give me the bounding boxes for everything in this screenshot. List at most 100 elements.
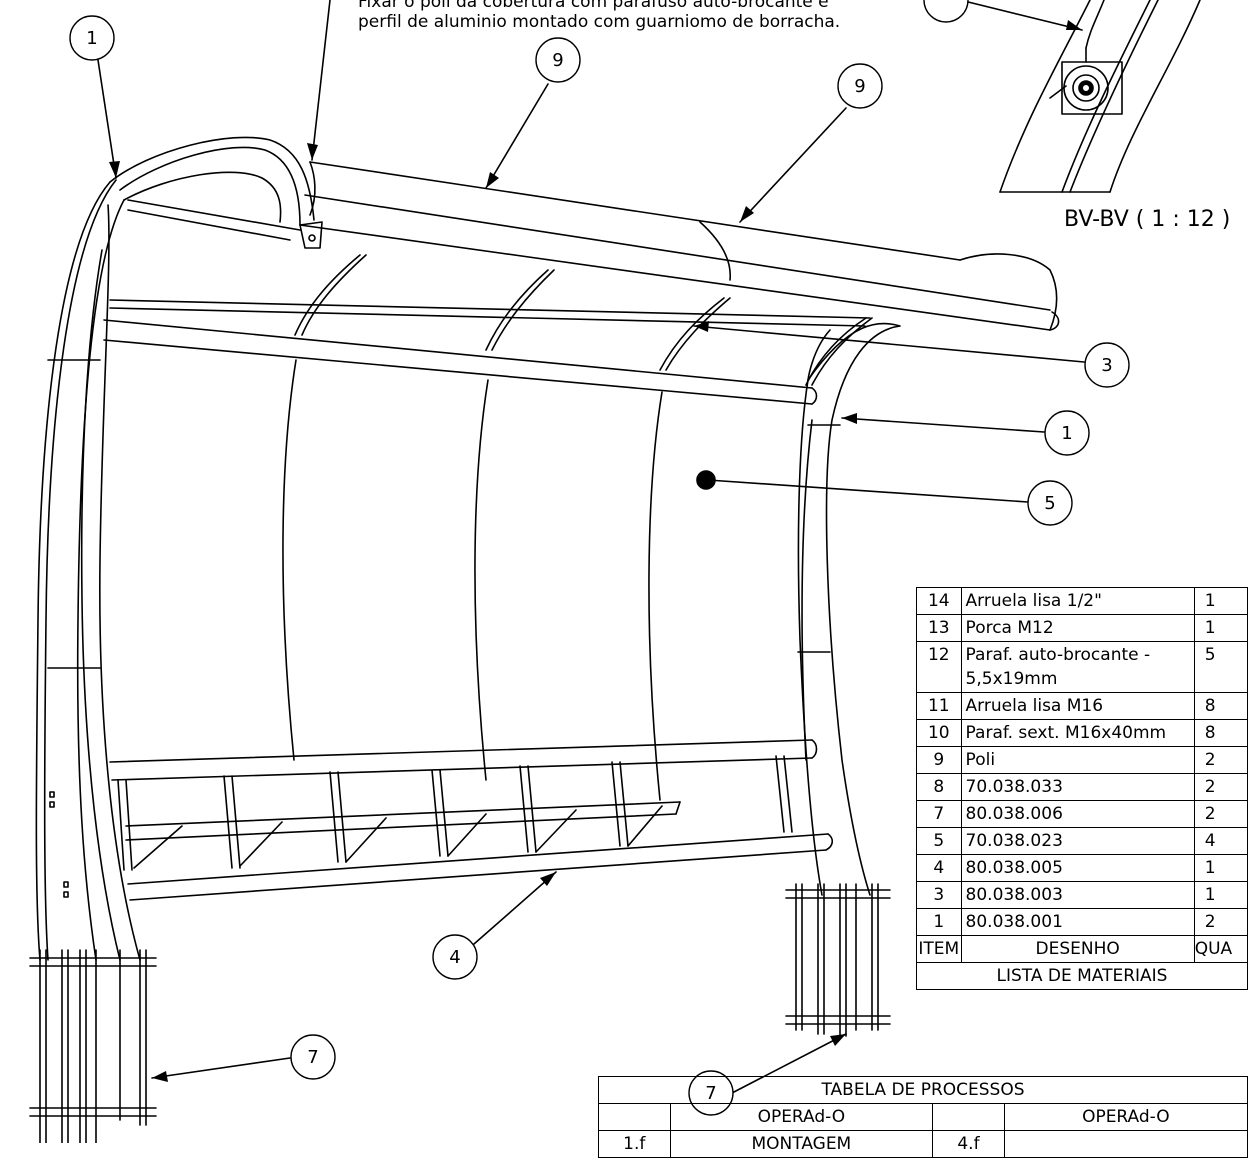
roof-rafters: [109, 254, 873, 386]
bom-title: LISTA DE MATERIAIS: [916, 962, 1248, 990]
bom-description: 70.038.033: [965, 777, 1063, 797]
roof-panel: [127, 161, 1060, 331]
bom-quantity-cell: 2: [1193, 773, 1248, 801]
bom-item-cell: 8: [916, 773, 962, 801]
balloon-label: 9: [854, 76, 865, 97]
process-operation-header: OPERAd-O: [1003, 1103, 1248, 1131]
process-cell: [1003, 1130, 1248, 1158]
bom-quantity-cell: 8: [1193, 719, 1248, 747]
bom-item-cell: 9: [916, 746, 962, 774]
bom-description-cell: 80.038.005: [960, 854, 1195, 882]
bench: [109, 739, 834, 901]
bom-description: 80.038.005: [965, 858, 1063, 878]
bom-description: Paraf. sext. M16x40mm: [965, 723, 1167, 743]
bom-description-cell: 80.038.006: [960, 800, 1195, 828]
detail-view-label: BV-BV ( 1 : 12 ): [1064, 207, 1231, 232]
bom-header-item: ITEM: [916, 935, 962, 963]
bom-quantity-cell: 5: [1193, 641, 1248, 693]
bom-quantity-cell: 8: [1193, 692, 1248, 720]
bom-description: 80.038.001: [965, 912, 1063, 932]
bom-item-cell: 12: [916, 641, 962, 693]
bom-item-cell: 5: [916, 827, 962, 855]
left-foundation-cage: [29, 949, 157, 1143]
assembly-note-line-1: Fixar o poli da cobertura com parafuso a…: [358, 0, 829, 12]
right-foundation-cage: [785, 883, 891, 1037]
bom-quantity-cell: 1: [1193, 614, 1248, 642]
assembly-note: Fixar o poli da cobertura com parafuso a…: [358, 0, 840, 32]
bom-description-cell: Arruela lisa 1/2": [960, 587, 1195, 615]
bom-description-cell: Porca M12: [960, 614, 1195, 642]
balloon-label: 1: [86, 28, 97, 49]
bom-quantity-cell: 4: [1193, 827, 1248, 855]
bom-description-cell: 80.038.003: [960, 881, 1195, 909]
balloon-label: 5: [1044, 493, 1055, 514]
bom-description: Paraf. auto-brocante -: [965, 645, 1151, 665]
bom-description-cell: Paraf. sext. M16x40mm: [960, 719, 1195, 747]
bom-item-cell: 3: [916, 881, 962, 909]
bom-description-cell: Paraf. auto-brocante - 5,5x19mm: [960, 641, 1195, 693]
bom-description-cell: Arruela lisa M16: [960, 692, 1195, 720]
bom-description-cell: 70.038.023: [960, 827, 1195, 855]
detail-view-bv: [999, 0, 1201, 193]
bom-title-row: LISTA DE MATERIAIS: [916, 962, 1248, 990]
bom-description-line-2: 5,5x19mm: [965, 669, 1058, 689]
bom-item-cell: 11: [916, 692, 962, 720]
process-cell: 1.f: [598, 1130, 671, 1158]
process-table: TABELA DE PROCESSOS OPERAd-O OPERAd-O 1.…: [598, 1076, 1248, 1158]
balloon-label: 7: [307, 1047, 318, 1068]
leader-lines: [97, 0, 1085, 1094]
balloon-label: 1: [1061, 423, 1072, 444]
bom-description: 80.038.003: [965, 885, 1063, 905]
leader-arrowheads: [109, 20, 1082, 1082]
bom-header-description: DESENHO: [960, 935, 1195, 963]
bom-quantity-cell: 2: [1193, 908, 1248, 936]
left-frame: [35, 136, 323, 961]
process-cell: MONTAGEM: [669, 1130, 934, 1158]
bom-quantity-cell: 1: [1193, 854, 1248, 882]
assembly-note-line-2: perfil de aluminio montado com guarniomo…: [358, 12, 841, 32]
bom-item-cell: 1: [916, 908, 962, 936]
balloon-label: 9: [552, 50, 563, 71]
bom-description: Poli: [965, 750, 996, 770]
bom-description: 80.038.006: [965, 804, 1063, 824]
process-cell: [598, 1103, 671, 1131]
bom-quantity-cell: 2: [1193, 746, 1248, 774]
bom-description-cell: 70.038.033: [960, 773, 1195, 801]
bom-item-cell: 7: [916, 800, 962, 828]
bom-quantity-cell: 1: [1193, 881, 1248, 909]
bom-quantity-cell: 2: [1193, 800, 1248, 828]
bom-item-cell: 10: [916, 719, 962, 747]
process-cell: 4.f: [932, 1130, 1005, 1158]
bom-quantity-cell: 1: [1193, 587, 1248, 615]
bom-description: Arruela lisa M16: [965, 696, 1104, 716]
process-operation-header: OPERAd-O: [669, 1103, 934, 1131]
process-cell: [932, 1103, 1005, 1131]
bom-description: Arruela lisa 1/2": [965, 591, 1102, 611]
bom-description: Porca M12: [965, 618, 1054, 638]
balloon-label: 3: [1101, 355, 1112, 376]
balloon-label: 4: [449, 947, 460, 968]
right-frame: [797, 322, 901, 896]
bom-item-cell: 4: [916, 854, 962, 882]
bom-description-cell: Poli: [960, 746, 1195, 774]
process-table-title: TABELA DE PROCESSOS: [598, 1076, 1248, 1104]
bom-description-cell: 80.038.001: [960, 908, 1195, 936]
bom-header-quantity: QUA: [1193, 935, 1248, 963]
bench-brackets: [117, 755, 793, 871]
bom-item-cell: 14: [916, 587, 962, 615]
bom-item-cell: 13: [916, 614, 962, 642]
